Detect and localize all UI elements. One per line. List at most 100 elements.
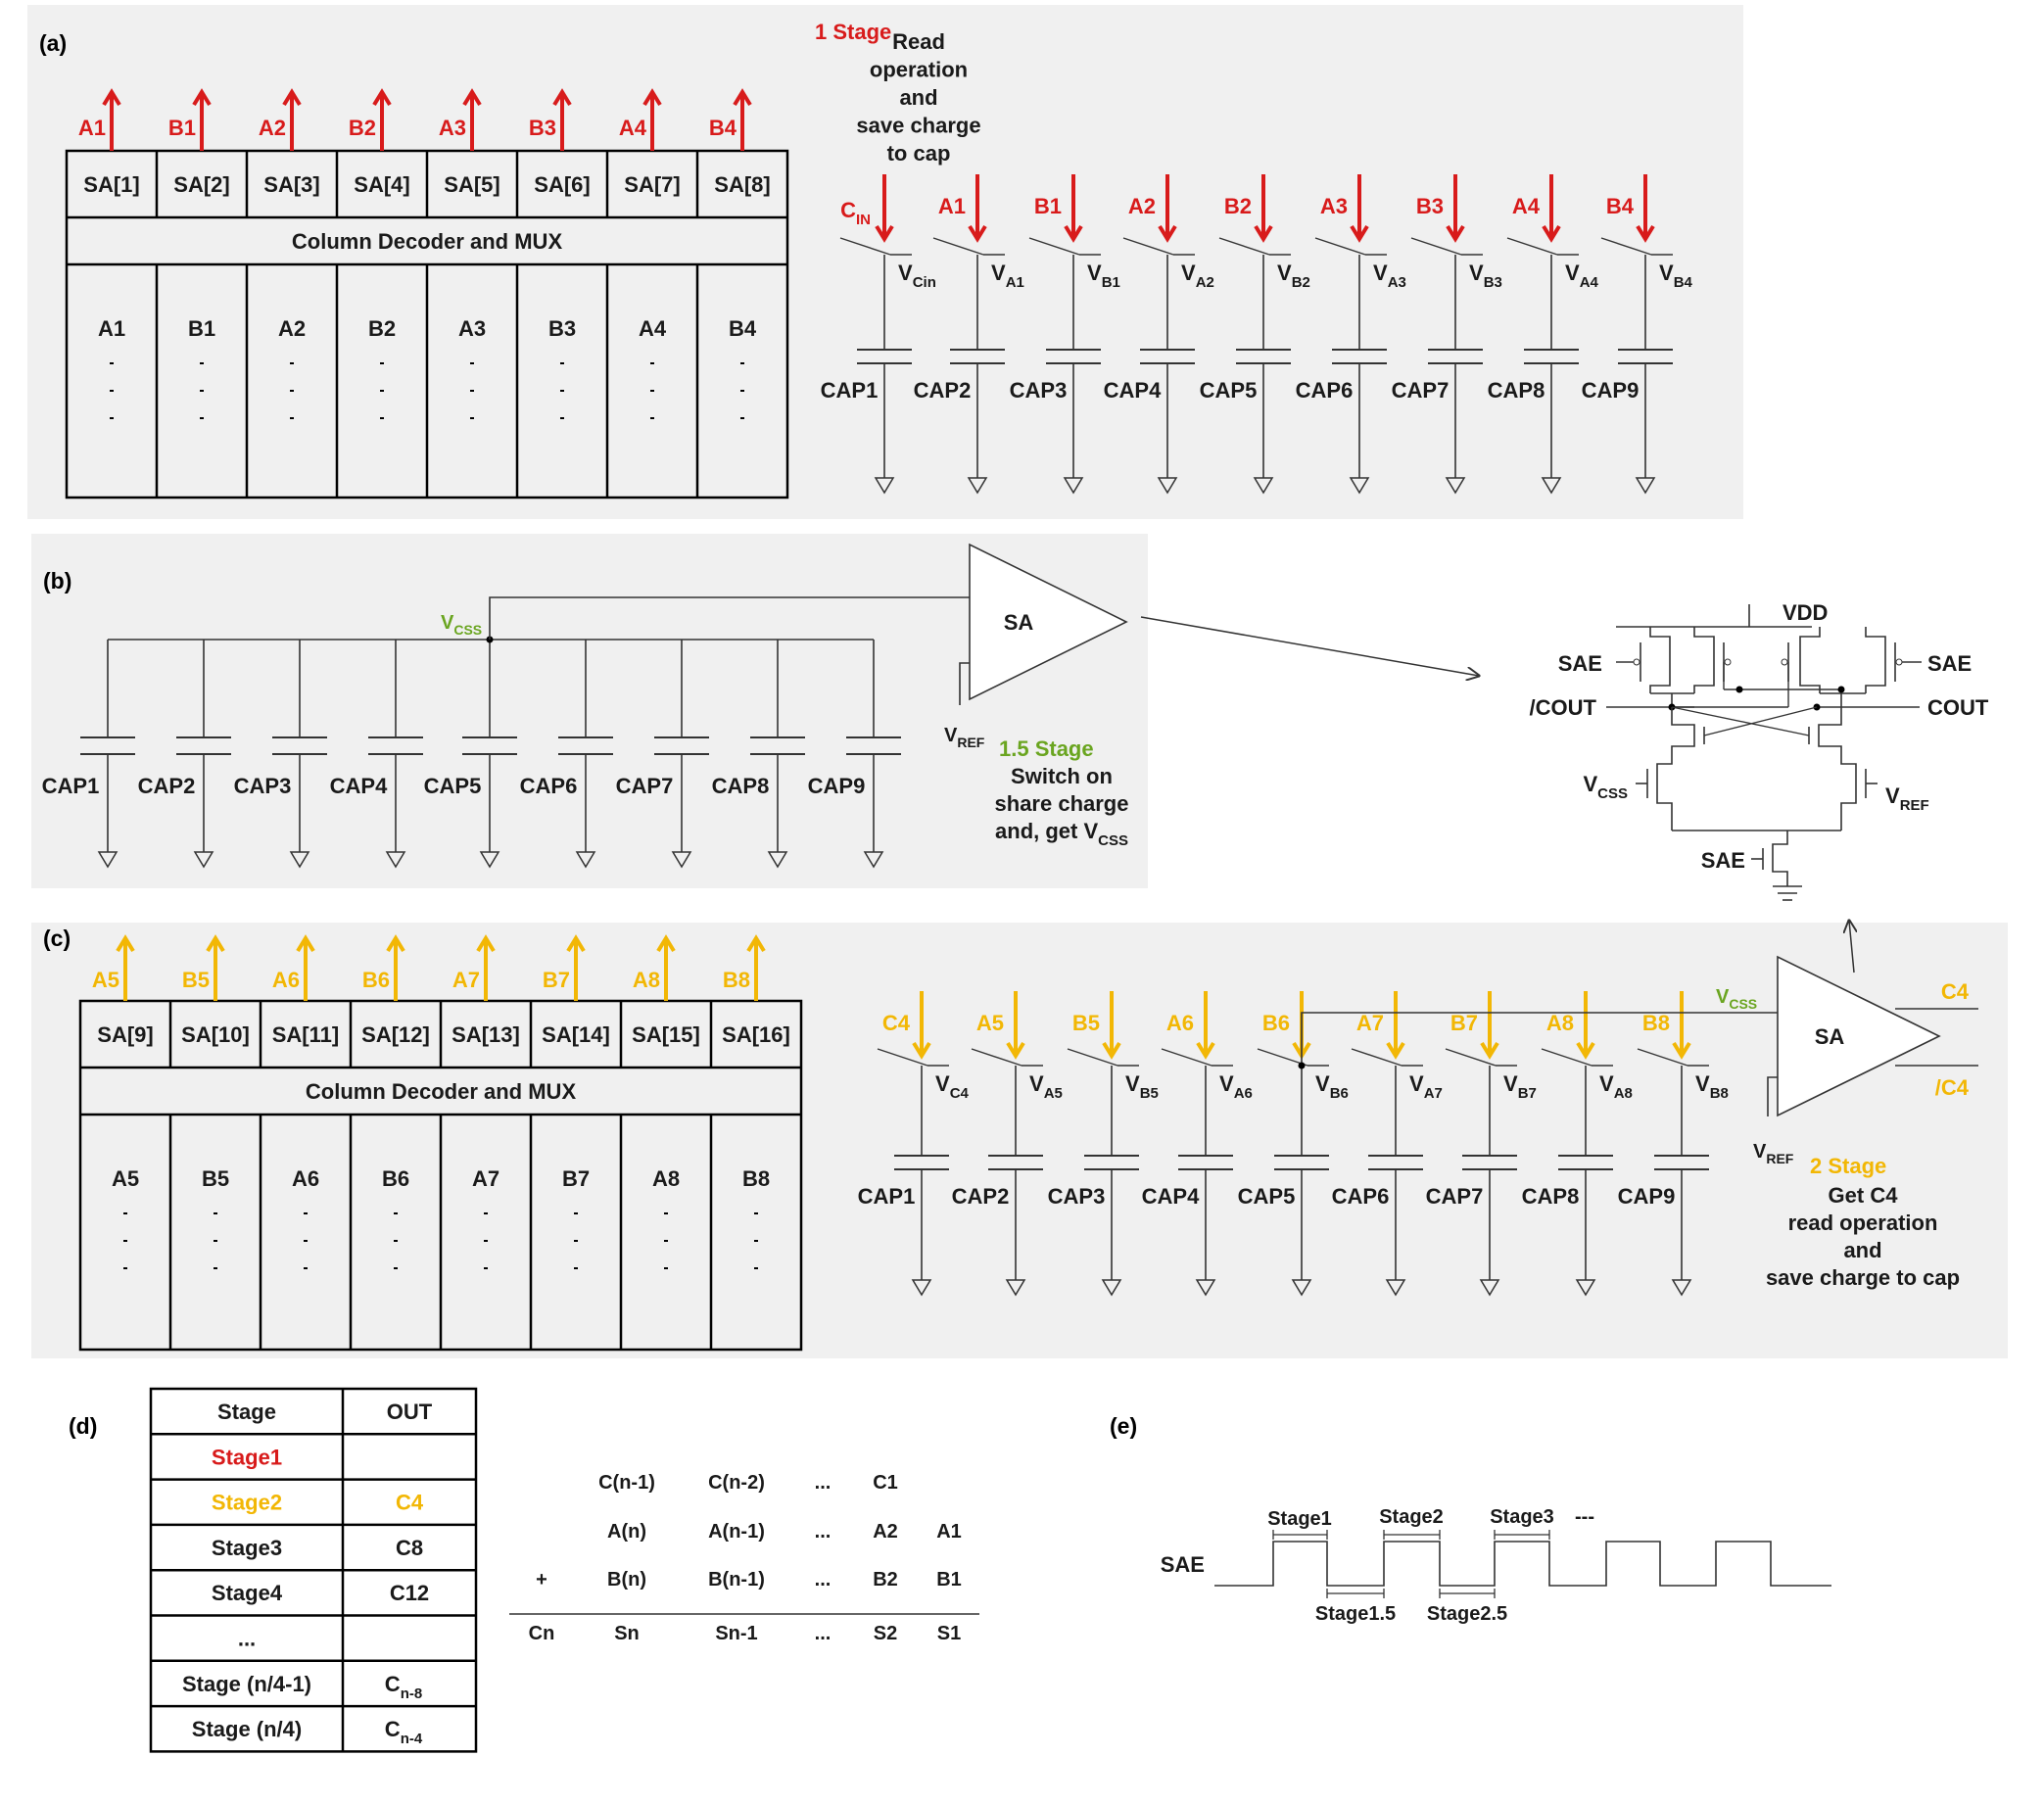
vcss-gate-label: VCSS (1583, 772, 1628, 802)
arrow-head (875, 224, 894, 243)
sense-amp-cell: SA[8] (714, 172, 770, 197)
sense-amplifier (1777, 955, 1941, 1117)
stage-3-timing-label: Stage3 (1490, 1506, 1554, 1528)
addition-cell: ... (815, 1569, 832, 1590)
label-main: V (1565, 261, 1580, 285)
table-stage-cell: Stage4 (212, 1581, 283, 1605)
memory-column-label: B7 (562, 1166, 590, 1191)
arrow-head (1542, 224, 1561, 243)
capacitor-label: CAP6 (520, 774, 578, 798)
junction-dot (1298, 1062, 1306, 1069)
arrow-head (386, 934, 405, 953)
memory-column-label: B8 (742, 1166, 770, 1191)
switch-input-label: A4 (1512, 194, 1541, 218)
sae-tail-label: SAE (1701, 848, 1745, 873)
node-voltage-label: VA8 (1599, 1071, 1633, 1102)
addition-cell: A(n) (607, 1521, 646, 1543)
output-arrow (102, 88, 121, 151)
nmos-vcss (1656, 759, 1673, 831)
arrow-head (968, 224, 987, 243)
panel-c: SA[9]A5A5SA[10]B5B5SA[11]A6A6SA[12]B6B6S… (78, 934, 1978, 1352)
output-arrow (296, 934, 315, 1001)
label-subscript: A7 (1424, 1085, 1443, 1102)
capacitor-label: CAP7 (1392, 378, 1450, 403)
ground-symbol (1101, 1279, 1122, 1297)
sense-amp-cell: SA[4] (354, 172, 409, 197)
pmos-sae-right (1865, 627, 1886, 693)
stage-1-description: operation (870, 58, 968, 82)
label-subscript: REF (1766, 1151, 1793, 1166)
memory-column-label: A3 (458, 316, 486, 341)
memory-column-label: B4 (729, 316, 757, 341)
label-main: V (1659, 261, 1674, 285)
junction-dot (1837, 686, 1845, 693)
output-bit-label: B8 (723, 968, 750, 992)
node-voltage-label: VA1 (991, 261, 1024, 291)
memory-column-label: A4 (639, 316, 667, 341)
gate-bubble (1724, 658, 1732, 666)
sense-amp-cell: SA[1] (83, 172, 139, 197)
panel-b-background (31, 534, 1148, 888)
capacitor-label: CAP5 (424, 774, 482, 798)
label-main: V (1219, 1071, 1234, 1096)
capacitor-label: CAP1 (858, 1184, 916, 1209)
label-main: V (1695, 1071, 1710, 1096)
label-main: V (1373, 261, 1388, 285)
stage-1-title: 1 Stage (815, 20, 891, 44)
vcss-wire (489, 596, 970, 640)
switch-blade (1257, 1048, 1308, 1067)
label-main: C (385, 1717, 401, 1741)
table-out-cell: C8 (396, 1536, 423, 1560)
ground-symbol (1479, 1279, 1500, 1297)
vref-label: VREF (1753, 1141, 1794, 1166)
stage-2-5-timing-label: Stage2.5 (1427, 1603, 1507, 1625)
label-main: V (1125, 1071, 1140, 1096)
ground-symbol (767, 851, 788, 869)
vdd-label: VDD (1783, 600, 1828, 625)
arrow-head (296, 934, 315, 953)
switch-blade (1637, 1048, 1688, 1067)
output-bit-label: A1 (78, 116, 106, 140)
sense-amp-cell: SA[15] (632, 1022, 700, 1047)
addition-cell: Cn (529, 1623, 555, 1644)
capacitor-label: CAP2 (914, 378, 972, 403)
switch-input-label: A6 (1166, 1011, 1194, 1035)
pmos-cross-right (1799, 627, 1821, 693)
node-voltage-label: VA7 (1409, 1071, 1443, 1102)
output-bit-label: B7 (543, 968, 570, 992)
label-main: V (1583, 772, 1597, 796)
label-main: V (1503, 1071, 1518, 1096)
input-arrow (1446, 174, 1465, 243)
output-arrow (192, 88, 212, 151)
memory-column-label: B1 (188, 316, 215, 341)
label-subscript: B3 (1484, 274, 1502, 291)
ground-symbol (385, 851, 406, 869)
stage-2-timing-label: Stage2 (1379, 1506, 1444, 1528)
zoom-arrow (1140, 616, 1479, 676)
cross-gate (1703, 706, 1818, 736)
ground-symbol (1349, 477, 1370, 495)
output-arrow (566, 934, 586, 1001)
arrow-head (116, 934, 135, 953)
label-subscript: CSS (1098, 832, 1128, 849)
switch-blade (1600, 237, 1652, 256)
label-subscript: A5 (1044, 1085, 1063, 1102)
node-voltage-label: VA3 (1373, 261, 1406, 291)
switch-input-label: A2 (1128, 194, 1156, 218)
input-arrow (1006, 991, 1025, 1060)
sae-waveform (1214, 1541, 1831, 1587)
ground-symbol (289, 851, 310, 869)
capacitor-label: CAP9 (808, 774, 866, 798)
memory-column-label: B6 (382, 1166, 409, 1191)
table-stage-cell: ... (238, 1627, 256, 1651)
label-subscript: A3 (1388, 274, 1406, 291)
node-voltage-label: VA2 (1181, 261, 1214, 291)
arrow-head (1672, 1041, 1691, 1060)
switch-input-label: B5 (1072, 1011, 1100, 1035)
gate-bubble (1781, 658, 1788, 666)
output-bit-label: A4 (619, 116, 647, 140)
input-arrow (1350, 174, 1369, 243)
label-subscript: B2 (1292, 274, 1310, 291)
